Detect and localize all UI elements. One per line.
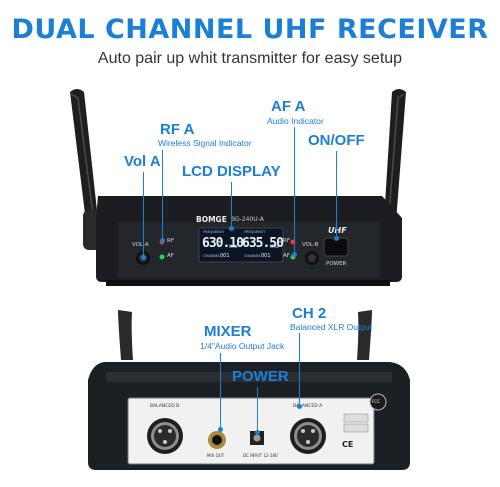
lcd-channel-left: 001	[220, 253, 230, 259]
lcd-callout-label: LCD DISPLAY	[182, 163, 281, 180]
lcd-right-freq: 635.50	[242, 236, 284, 251]
mix-out-label: MIX OUT	[207, 453, 225, 458]
ch2-callout-desc: Balanced XLR Output	[290, 322, 373, 332]
lcd-left-unit: MHz	[229, 244, 238, 249]
model-label: BG-240U-A	[231, 216, 264, 223]
balanced-a-label: BALANCED A	[293, 404, 323, 409]
on-off-callout-label: ON/OFF	[308, 132, 365, 149]
lcd-channel-label-left: CHANNEL	[203, 254, 220, 258]
rf-a-callout-desc: Wireless Signal Indicator	[158, 138, 252, 148]
vol-a-label: VOL-A	[132, 242, 149, 248]
rf-label-left: RF	[167, 238, 174, 244]
left-antenna	[70, 89, 98, 222]
lcd-display	[198, 227, 284, 263]
lcd-freq-label-left: FREQUENCY	[203, 230, 225, 234]
mixer-callout-label: MIXER	[204, 323, 252, 340]
af-label-right: AF	[283, 253, 290, 259]
ch2-callout-label: CH 2	[292, 305, 327, 322]
lcd-freq-label-right: FREQUENCY	[244, 230, 266, 234]
af-a-callout-desc: Audio Indicator	[267, 116, 324, 126]
ce-mark: CE	[342, 440, 354, 449]
page-subtitle: Auto pair up whit transmitter for easy s…	[97, 50, 403, 67]
right-antenna	[384, 89, 406, 222]
rf-a-callout-label: RF A	[160, 121, 195, 138]
lcd-channel-label-right: CHANNEL	[244, 254, 261, 258]
brand-label: BOMGE	[196, 215, 227, 224]
dc-input-label: DC INPUT 12-18V	[243, 453, 278, 458]
balanced-b-label: BALANCED B	[150, 404, 180, 409]
power-callout-label: POWER	[232, 368, 289, 385]
rear-badge	[369, 393, 387, 411]
rf-label-right: RF	[283, 238, 290, 244]
af-label-left: AF	[167, 253, 174, 259]
page-title: DUAL CHANNEL UHF RECEIVER	[11, 14, 489, 45]
af-a-led	[159, 254, 165, 260]
af-a-callout-label: AF A	[271, 98, 306, 115]
power-label: POWER	[326, 261, 347, 267]
lcd-right-unit: MHz	[270, 244, 279, 249]
uhf-label: UHF	[328, 226, 347, 235]
lcd-left-freq: 630.10	[202, 236, 244, 251]
vol-b-label: VOL-B	[302, 242, 319, 248]
mixer-callout-desc: 1/4"Audio Output Jack	[200, 341, 285, 351]
lcd-channel-right: 001	[261, 253, 271, 259]
badge-label: FCC	[372, 399, 380, 404]
vol-a-callout-label: Vol A	[124, 153, 161, 170]
